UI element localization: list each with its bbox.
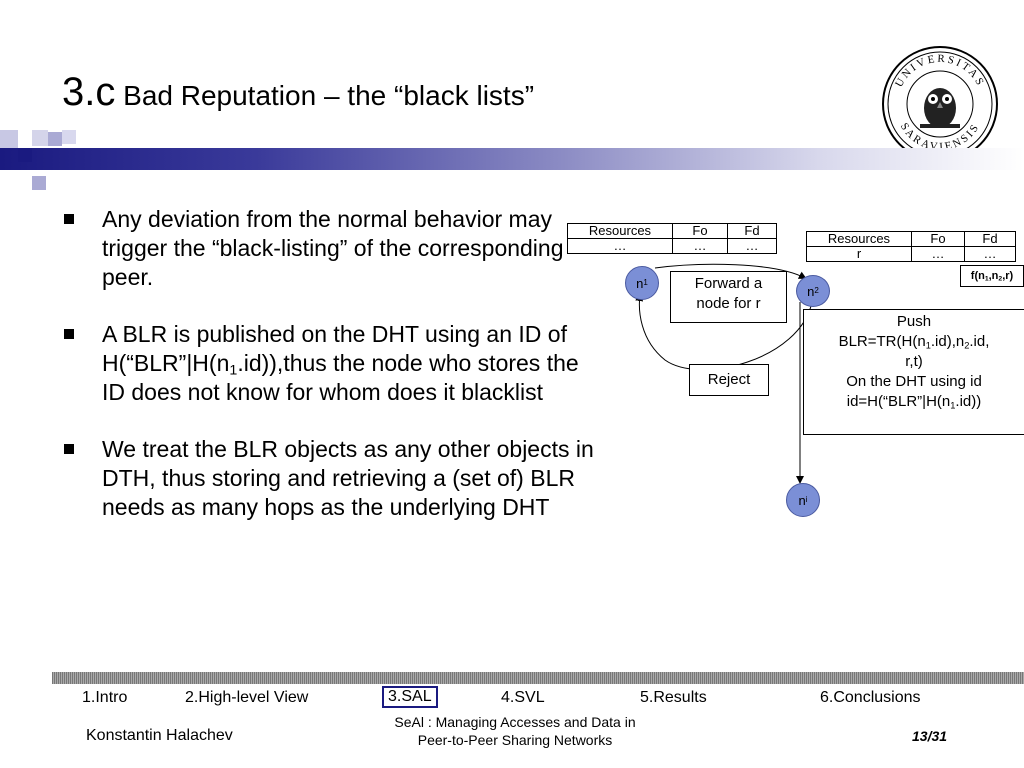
presentation-subtitle: SeAl : Managing Accesses and Data in Pee… [394, 714, 636, 748]
title-gradient-bar [0, 148, 1024, 170]
nav-intro[interactable]: 1.Intro [82, 689, 128, 706]
author-name: Konstantin Halachev [86, 727, 233, 744]
bullet-item: A BLR is published on the DHT using an I… [64, 320, 594, 407]
nav-sal-current[interactable]: 3.SAL [382, 686, 438, 708]
footer-bar [52, 672, 1024, 684]
nav-results[interactable]: 5.Results [640, 689, 707, 706]
bullet-square-icon [64, 444, 74, 454]
page-number: 13/31 [912, 728, 948, 744]
function-label: f(n1,n2,r) [960, 265, 1024, 287]
slide-title: 3.c Bad Reputation – the “black lists” [62, 70, 534, 115]
nav-conclusions[interactable]: 6.Conclusions [820, 689, 921, 706]
owl-emblem-icon [920, 88, 960, 128]
bullet-square-icon [64, 214, 74, 224]
bullet-item: Any deviation from the normal behavior m… [64, 205, 594, 292]
decor-square [32, 176, 46, 190]
resource-table-2: Resources Fo Fd r … … [806, 231, 1016, 262]
reject-box: Reject [689, 364, 769, 396]
decor-square [0, 130, 18, 148]
decor-square [62, 130, 76, 144]
bullet-item: We treat the BLR objects as any other ob… [64, 435, 594, 522]
bullet-list: Any deviation from the normal behavior m… [64, 205, 594, 550]
decor-square [32, 130, 48, 146]
nav-svl[interactable]: 4.SVL [501, 689, 545, 706]
decor-square [48, 132, 62, 146]
title-number: 3.c [62, 70, 116, 114]
bullet-square-icon [64, 329, 74, 339]
forward-box: Forward a node for r [670, 271, 787, 323]
resource-table-1: Resources Fo Fd … … … [567, 223, 777, 254]
university-seal-logo: UNIVERSITAS SARAVIENSIS [882, 46, 998, 162]
title-text: Bad Reputation – the “black lists” [123, 80, 535, 111]
nav-high-level-view[interactable]: 2.High-level View [185, 689, 309, 706]
push-box: Push BLR=TR(H(n1.id),n2.id, r,t) On the … [803, 309, 1024, 435]
decor-square [18, 148, 32, 162]
